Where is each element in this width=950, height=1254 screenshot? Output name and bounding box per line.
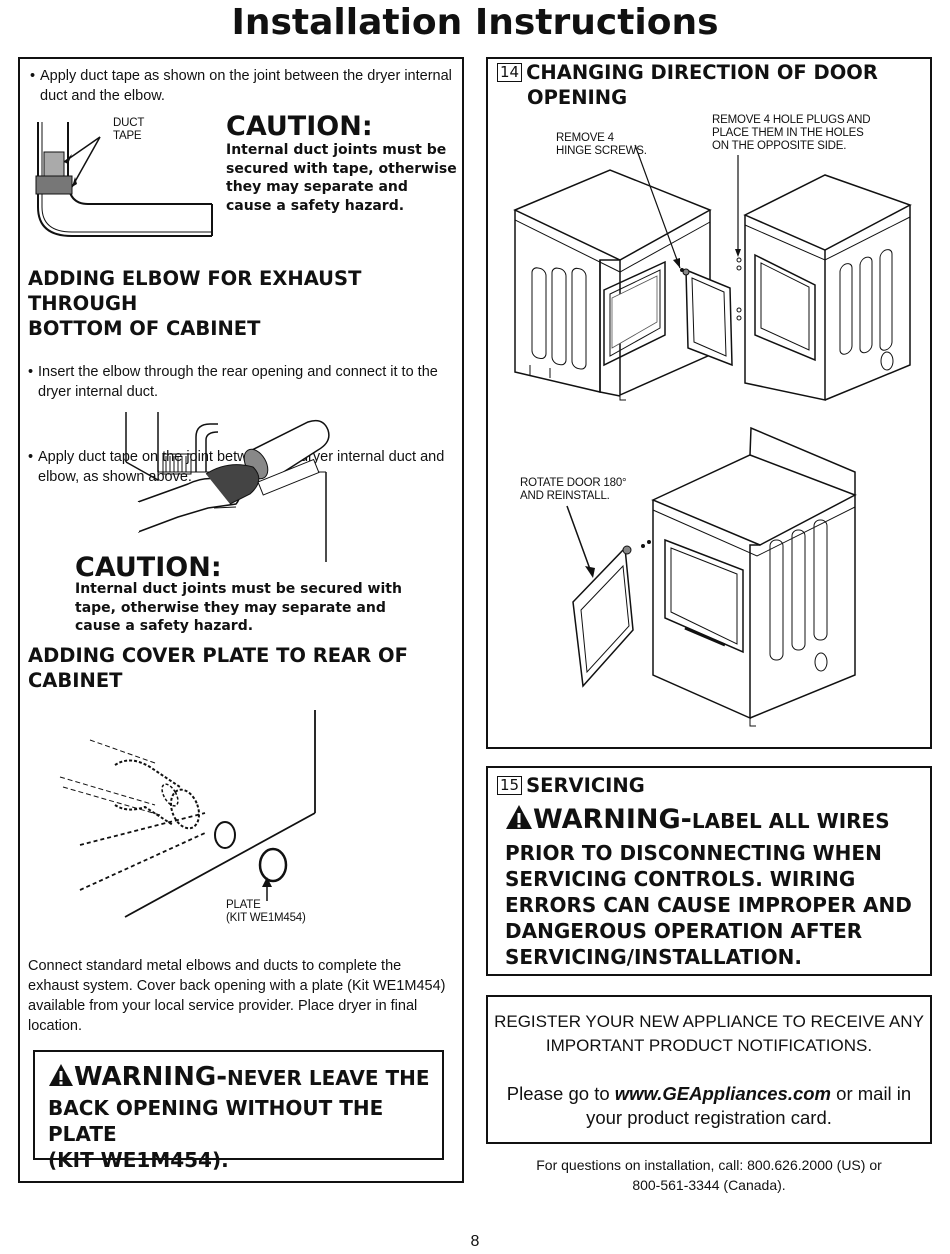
servicing-warning-line: SERVICING/INSTALLATION. <box>505 945 802 969</box>
cover-heading-line2: CABINET <box>28 669 123 692</box>
elbow-heading: ADDING ELBOW FOR EXHAUST THROUGH BOTTOM … <box>28 266 458 341</box>
register-content: REGISTER YOUR NEW APPLIANCE TO RECEIVE A… <box>488 1010 930 1130</box>
elbow-bullet-2: Apply duct tape on the joint between the… <box>28 447 458 487</box>
section-14-heading-line1: CHANGING DIRECTION OF DOOR <box>526 61 878 84</box>
questions-line-2: 800-561-3344 (Canada). <box>632 1177 786 1193</box>
page-number: 8 <box>470 1233 480 1250</box>
section-15-panel <box>486 766 932 976</box>
servicing-warning-first: LABEL ALL WIRES <box>691 809 890 833</box>
plugs-label-line2: PLACE THEM IN THE HOLES <box>712 127 864 139</box>
plate-warning-line3: (KIT WE1M454). <box>48 1148 229 1172</box>
register-line-2: IMPORTANT PRODUCT NOTIFICATIONS. <box>545 1036 873 1055</box>
hinge-label-line1: REMOVE 4 <box>556 132 614 144</box>
register-line-4: your product registration card. <box>586 1107 832 1128</box>
dryer-remove-hinge-illustration <box>513 144 733 401</box>
servicing-warning-word: WARNING- <box>533 804 692 835</box>
hinge-label-line2: HINGE SCREWS. <box>556 145 647 157</box>
intro-bullet: Apply duct tape as shown on the joint be… <box>30 66 460 106</box>
caution-heading-2: CAUTION: <box>75 552 222 583</box>
duct-tape-illustration <box>35 122 213 237</box>
section-14-number: 14 <box>497 63 523 82</box>
plugs-label-line1: REMOVE 4 HOLE PLUGS AND <box>712 114 871 126</box>
questions-note: For questions on installation, call: 800… <box>486 1155 932 1195</box>
hinge-screws-label: REMOVE 4 HINGE SCREWS. <box>556 132 647 158</box>
hole-plugs-label: REMOVE 4 HOLE PLUGS AND PLACE THEM IN TH… <box>712 114 871 153</box>
plate-warning-line1: NEVER LEAVE THE <box>226 1066 430 1090</box>
plate-label-line1: PLATE <box>226 899 261 911</box>
dryer-rotate-door-illustration <box>566 426 857 727</box>
elbow-insert-illustration <box>125 412 330 562</box>
rotate-label-line2: AND REINSTALL. <box>520 490 610 502</box>
connect-paragraph: Connect standard metal elbows and ducts … <box>28 958 446 1034</box>
rotate-door-label: ROTATE DOOR 180° AND REINSTALL. <box>520 477 627 503</box>
servicing-warning-line: ERRORS CAN CAUSE IMPROPER AND <box>505 893 912 917</box>
register-panel <box>486 995 932 1144</box>
servicing-warning-line: PRIOR TO DISCONNECTING WHEN <box>505 841 882 865</box>
servicing-warning-content: WARNING-LABEL ALL WIRES PRIOR TO DISCONN… <box>505 803 925 970</box>
dryer-hole-plugs-illustration <box>735 155 912 401</box>
page-title: Installation Instructions <box>231 2 719 43</box>
section-15-number: 15 <box>497 776 523 795</box>
servicing-warning-line: DANGEROUS OPERATION AFTER <box>505 919 863 943</box>
plate-warning-line2: BACK OPENING WITHOUT THE PLATE <box>48 1096 384 1146</box>
elbow-heading-line1: ADDING ELBOW FOR EXHAUST THROUGH <box>28 267 362 315</box>
duct-tape-label-line2: TAPE <box>113 130 142 142</box>
warning-triangle-icon <box>49 1064 73 1086</box>
plate-warning-content: WARNING-NEVER LEAVE THE BACK OPENING WIT… <box>48 1062 438 1173</box>
register-website-link[interactable]: www.GEAppliances.com <box>614 1083 832 1104</box>
plate-label-line2: (KIT WE1M454) <box>226 912 306 924</box>
questions-line-1: For questions on installation, call: 800… <box>536 1157 882 1173</box>
register-line-1: REGISTER YOUR NEW APPLIANCE TO RECEIVE A… <box>494 1012 924 1031</box>
section-14-heading-line2: OPENING <box>527 86 628 109</box>
warning-triangle-icon <box>506 805 532 829</box>
cover-plate-illustration <box>59 710 316 918</box>
duct-tape-label: DUCT TAPE <box>113 117 144 143</box>
section-14-panel <box>486 57 932 749</box>
plate-warning-word: WARNING- <box>74 1062 227 1092</box>
caution-heading-1: CAUTION: <box>226 111 373 142</box>
caution-text-1: Internal duct joints must be secured wit… <box>226 142 457 214</box>
left-column-panel <box>18 57 464 1183</box>
plate-label: PLATE (KIT WE1M454) <box>226 899 306 925</box>
servicing-warning-line: SERVICING CONTROLS. WIRING <box>505 867 856 891</box>
duct-tape-label-line1: DUCT <box>113 117 145 129</box>
register-go-pre: Please go to <box>506 1083 615 1104</box>
plugs-label-line3: ON THE OPPOSITE SIDE. <box>712 140 847 152</box>
cover-plate-heading: ADDING COVER PLATE TO REAR OF CABINET <box>28 643 458 693</box>
elbow-heading-line2: BOTTOM OF CABINET <box>28 317 261 340</box>
cover-heading-line1: ADDING COVER PLATE TO REAR OF <box>28 644 408 667</box>
rotate-label-line1: ROTATE DOOR 180° <box>520 477 627 489</box>
elbow-bullet-1: Insert the elbow through the rear openin… <box>28 362 458 402</box>
section-15-title: SERVICING <box>526 774 645 797</box>
register-go-post: or mail in <box>831 1083 912 1104</box>
plate-warning-box <box>33 1050 444 1160</box>
caution-text-2: Internal duct joints must be secured wit… <box>75 581 402 634</box>
